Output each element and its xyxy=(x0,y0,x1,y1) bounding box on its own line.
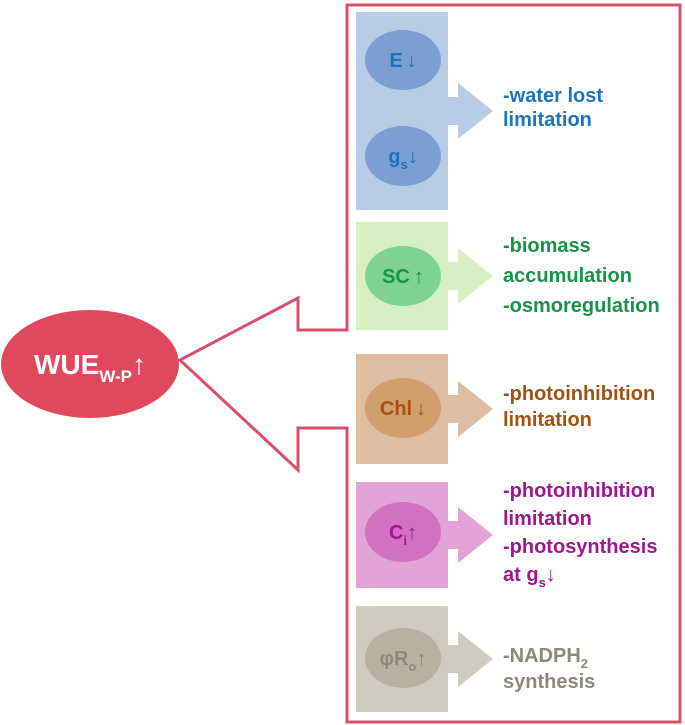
factor-circle xyxy=(365,628,441,688)
effect-text: -photoinhibition xyxy=(503,383,655,405)
effect-text: -water lost xyxy=(503,85,603,107)
effect-text: -osmoregulation xyxy=(503,295,660,317)
panel-arrow xyxy=(448,381,493,437)
effect-text: -biomass xyxy=(503,235,591,257)
factor-label: gs↓ xyxy=(388,146,417,172)
factor-panel: Chl↓ -photoinhibition limitation xyxy=(356,354,655,464)
effect-text: limitation xyxy=(503,409,592,431)
panel-arrow xyxy=(448,507,493,563)
factor-panels: E↓gs↓-water lostlimitationSC↑-biomassacc… xyxy=(356,12,660,712)
factor-circle xyxy=(365,30,441,90)
effect-text: limitation xyxy=(503,508,592,530)
panel-arrow xyxy=(448,83,493,139)
factor-label: Ci↑ xyxy=(389,522,417,548)
effect-text: -photosynthesis xyxy=(503,536,657,558)
factor-panel: SC↑ -biomass accumulation -osmoregulation xyxy=(356,222,660,330)
factor-circle xyxy=(365,502,441,562)
factor-circle xyxy=(365,246,441,306)
effect-text: accumulation xyxy=(503,265,632,287)
factor-circle xyxy=(365,378,441,438)
factor-label: φRo↑ xyxy=(380,648,427,674)
effect-text: limitation xyxy=(503,109,592,131)
wue-label: WUEW-P↑ xyxy=(34,349,146,386)
effect-text: -photoinhibition xyxy=(503,480,655,502)
factor-label: E↓ xyxy=(389,50,416,72)
factor-label: SC↑ xyxy=(382,266,424,288)
wue-node: WUEW-P↑ xyxy=(1,310,179,418)
factor-circle xyxy=(365,126,441,186)
panel-arrow xyxy=(448,631,493,687)
factor-panel: Ci↑ -photoinhibition limitation -photosynth… xyxy=(356,480,657,590)
frame-callout-arrow xyxy=(177,3,682,724)
factor-label: Chl↓ xyxy=(380,398,426,420)
wue-ellipse xyxy=(1,310,179,418)
panel-arrow xyxy=(448,248,493,304)
effect-text: synthesis xyxy=(503,671,595,693)
effect-text: at gs↓ xyxy=(503,564,556,590)
effect-text: -NADPH2 xyxy=(503,645,588,671)
